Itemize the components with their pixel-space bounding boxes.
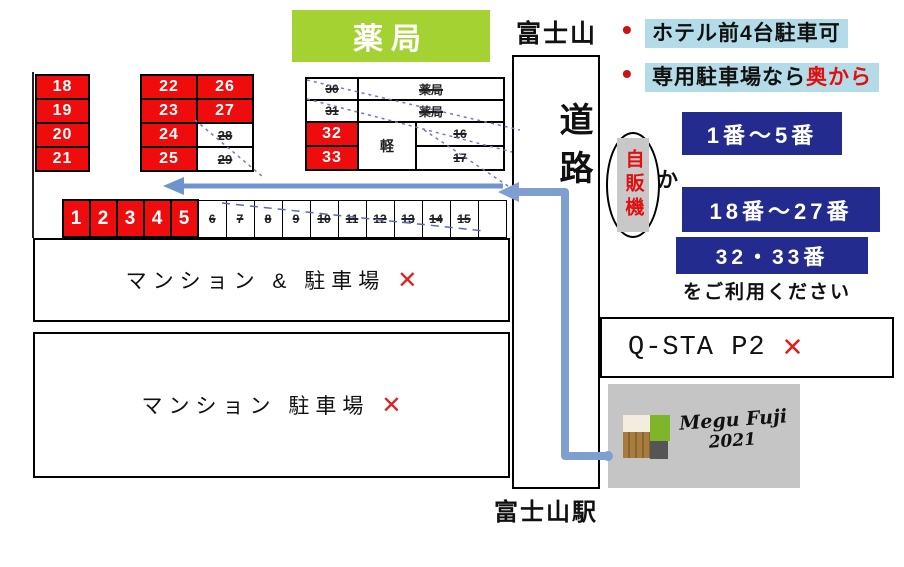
note2-black: 専用駐車場なら	[652, 66, 806, 89]
pharmacy-label: 薬局	[353, 23, 429, 56]
stall-31-closed: 31	[305, 99, 359, 123]
note2: 専用駐車場なら奥から	[645, 61, 879, 92]
logo-cream-square	[623, 415, 650, 432]
stall-7-closed: 7	[225, 199, 255, 238]
qsta-cross-icon: ✕	[781, 332, 804, 362]
stall-21: 21	[35, 146, 90, 172]
stall-29-closed: 29	[196, 146, 254, 172]
road-label: 道路	[554, 102, 592, 198]
stall-6-closed: 6	[197, 199, 227, 238]
logo-wood-square	[623, 432, 650, 458]
stall-25: 25	[140, 146, 198, 172]
vending-machine-ellipse: 自販機	[606, 132, 660, 238]
stall-4: 4	[143, 199, 172, 238]
logo-year: 2021	[708, 429, 757, 453]
guide-range-32-33: 32・33番	[676, 237, 868, 274]
guide-range-1-5: 1番～5番	[682, 112, 842, 155]
stall-block-right: 30 薬局 31 薬局 32 軽 16 33 17	[305, 77, 505, 171]
mansion-parking-box-2: マンション 駐車場 ✕	[33, 332, 510, 478]
stall-9-closed: 9	[281, 199, 311, 238]
stall-12-closed: 12	[365, 199, 395, 238]
stall-3: 3	[116, 199, 145, 238]
note2-text: 専用駐車場なら奥から	[645, 63, 879, 92]
stall-32: 32	[305, 121, 359, 147]
stall-row-front: 1 2 3 4 5 6 7 8 9 10 11 12 13 14 15	[62, 199, 507, 238]
logo-dark-square	[650, 441, 668, 459]
mansion2-cross-icon: ✕	[381, 391, 402, 419]
mansion2-label: マンション 駐車場	[141, 395, 370, 418]
note2-bullet-icon: •	[622, 58, 632, 89]
note1: ホテル前4台駐車可	[645, 17, 848, 48]
stall-1: 1	[62, 199, 91, 238]
direction-arrowhead-icon	[163, 177, 184, 195]
logo-signature: Megu Fuji 2021	[679, 405, 790, 455]
stall-10-closed: 10	[309, 199, 339, 238]
pharmacy-stall-1-closed: 薬局	[357, 77, 505, 101]
station-label: 富士山駅	[494, 499, 598, 526]
note1-text: ホテル前4台駐車可	[645, 19, 848, 48]
stall-block-22-29: 22 26 23 27 24 28 25 29	[140, 74, 254, 172]
stall-20: 20	[35, 122, 90, 148]
stall-15-closed: 15	[449, 199, 479, 238]
logo-green-square	[650, 415, 670, 441]
stall-empty	[477, 199, 507, 238]
qsta-p2-label: Q-STA P2	[628, 332, 766, 363]
stall-26: 26	[196, 74, 254, 100]
stall-column-18-21: 18 19 20 21	[35, 74, 90, 172]
stall-24: 24	[140, 122, 198, 148]
stall-30-closed: 30	[305, 77, 359, 101]
stall-19: 19	[35, 98, 90, 124]
fujisan-label: 富士山	[516, 20, 598, 48]
stall-kei: 軽	[357, 121, 417, 171]
note2-red: 奥から	[806, 66, 872, 89]
stall-18: 18	[35, 74, 90, 100]
stall-5: 5	[170, 199, 199, 238]
qsta-p2-box: Q-STA P2 ✕	[600, 317, 894, 378]
guide-suffix: をご利用ください	[683, 282, 852, 303]
road-box: 道路	[512, 55, 600, 489]
mansion-parking-box-1: マンション & 駐車場 ✕	[33, 238, 510, 322]
stall-28-closed: 28	[196, 122, 254, 148]
stall-33: 33	[305, 145, 359, 171]
stall-8-closed: 8	[253, 199, 283, 238]
megufuji-logo-box: Megu Fuji 2021	[608, 384, 800, 488]
mansion1-cross-icon: ✕	[397, 266, 418, 294]
stall-11-closed: 11	[337, 199, 367, 238]
direction-arrow	[163, 177, 503, 195]
stall-17-closed: 17	[415, 145, 505, 171]
stall-13-closed: 13	[393, 199, 423, 238]
stall-16-closed: 16	[415, 121, 505, 147]
mansion1-label: マンション & 駐車場	[125, 270, 386, 293]
vending-machine-body: 自販機	[617, 138, 649, 232]
stall-22: 22	[140, 74, 198, 100]
stall-2: 2	[89, 199, 118, 238]
vending-machine-label: 自販機	[622, 149, 644, 221]
pharmacy-stall-2-closed: 薬局	[357, 99, 505, 123]
stall-14-closed: 14	[421, 199, 451, 238]
pharmacy-box: 薬局	[292, 10, 490, 62]
guide-or: か	[657, 169, 678, 192]
stall-27: 27	[196, 98, 254, 124]
note1-bullet-icon: •	[622, 14, 632, 45]
stall-23: 23	[140, 98, 198, 124]
guide-range-18-27: 18番～27番	[682, 187, 880, 232]
